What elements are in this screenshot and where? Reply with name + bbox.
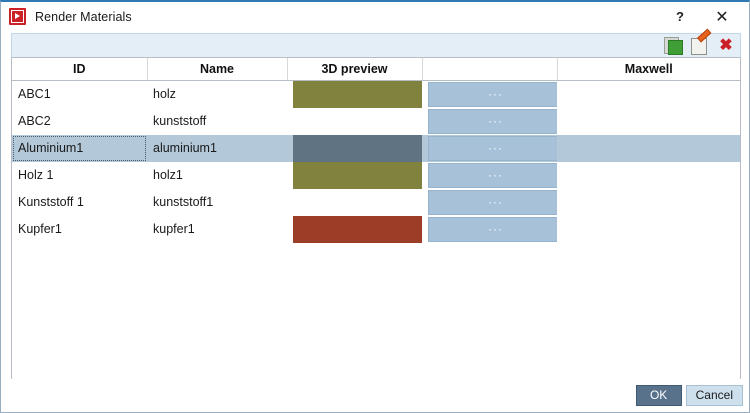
cell-id[interactable]: Kupfer1 bbox=[18, 222, 62, 236]
cell-id[interactable]: Holz 1 bbox=[18, 168, 54, 182]
cell-name[interactable]: kupfer1 bbox=[153, 222, 195, 236]
cell-maxwell[interactable] bbox=[557, 134, 740, 162]
cell-3d-preview[interactable] bbox=[287, 215, 422, 243]
cell-name[interactable]: kunststoff1 bbox=[153, 195, 214, 209]
title-bar: Render Materials ? ✕ bbox=[1, 2, 749, 31]
cell-maxwell[interactable] bbox=[557, 162, 740, 189]
browse-button[interactable]: ··· bbox=[428, 135, 557, 161]
browse-button[interactable]: ··· bbox=[428, 81, 557, 107]
column-header-blank[interactable] bbox=[422, 58, 558, 81]
table-row[interactable]: ABC1 holz ··· bbox=[12, 80, 740, 108]
app-icon bbox=[9, 8, 26, 25]
cell-id[interactable]: ABC2 bbox=[18, 114, 51, 128]
cell-id[interactable]: Kunststoff 1 bbox=[18, 195, 84, 209]
material-color-swatch bbox=[293, 215, 422, 243]
cell-browse[interactable]: ··· bbox=[422, 108, 557, 135]
cell-browse[interactable]: ··· bbox=[422, 80, 557, 108]
browse-button[interactable]: ··· bbox=[428, 108, 557, 134]
column-header-3d-preview[interactable]: 3D preview bbox=[287, 58, 423, 81]
delete-material-icon[interactable]: ✖ bbox=[719, 36, 733, 54]
cancel-button[interactable]: Cancel bbox=[685, 385, 743, 406]
ok-button[interactable]: OK bbox=[635, 385, 682, 406]
browse-button[interactable]: ··· bbox=[428, 162, 557, 188]
edit-material-icon[interactable] bbox=[691, 37, 709, 55]
cell-3d-preview[interactable] bbox=[287, 108, 422, 135]
cell-name[interactable]: aluminium1 bbox=[147, 134, 287, 162]
table-row[interactable]: ABC2 kunststoff ··· bbox=[12, 108, 740, 135]
browse-button[interactable]: ··· bbox=[428, 216, 557, 242]
cell-maxwell[interactable] bbox=[557, 108, 740, 135]
material-color-swatch bbox=[293, 161, 422, 189]
table-row[interactable]: Holz 1 holz1 ··· bbox=[12, 161, 740, 189]
browse-button[interactable]: ··· bbox=[428, 189, 557, 215]
column-header-maxwell[interactable]: Maxwell bbox=[557, 58, 740, 81]
cell-browse[interactable]: ··· bbox=[422, 162, 557, 189]
cell-id[interactable]: ABC1 bbox=[18, 87, 51, 101]
cell-maxwell[interactable] bbox=[557, 80, 740, 108]
add-material-icon[interactable] bbox=[664, 36, 683, 55]
cell-name[interactable]: kunststoff bbox=[153, 114, 207, 128]
help-button[interactable]: ? bbox=[663, 2, 697, 31]
cell-3d-preview[interactable] bbox=[287, 189, 422, 216]
table-row[interactable]: Kunststoff 1 kunststoff1 ··· bbox=[12, 189, 740, 216]
cell-3d-preview[interactable] bbox=[287, 161, 422, 189]
close-icon[interactable]: ✕ bbox=[705, 2, 739, 31]
column-header-id[interactable]: ID bbox=[12, 58, 148, 81]
cell-browse[interactable]: ··· bbox=[422, 189, 557, 216]
material-color-swatch bbox=[293, 134, 422, 162]
material-color-swatch bbox=[293, 80, 422, 108]
cell-3d-preview[interactable] bbox=[287, 134, 422, 162]
column-header-name[interactable]: Name bbox=[147, 58, 288, 81]
cell-id[interactable]: Aluminium1 bbox=[12, 134, 147, 162]
window-title: Render Materials bbox=[35, 9, 132, 24]
cell-name[interactable]: holz1 bbox=[153, 168, 183, 182]
dialog-footer: OK Cancel bbox=[1, 379, 749, 412]
table-header-row: ID Name 3D preview Maxwell bbox=[12, 58, 740, 81]
table-row[interactable]: Kupfer1 kupfer1 ··· bbox=[12, 215, 740, 243]
materials-toolbar: ✖ bbox=[11, 33, 741, 57]
cell-3d-preview[interactable] bbox=[287, 80, 422, 108]
cell-name[interactable]: holz bbox=[153, 87, 176, 101]
cell-maxwell[interactable] bbox=[557, 189, 740, 216]
cell-browse[interactable]: ··· bbox=[422, 216, 557, 243]
cell-browse[interactable]: ··· bbox=[422, 134, 557, 162]
cell-maxwell[interactable] bbox=[557, 216, 740, 243]
